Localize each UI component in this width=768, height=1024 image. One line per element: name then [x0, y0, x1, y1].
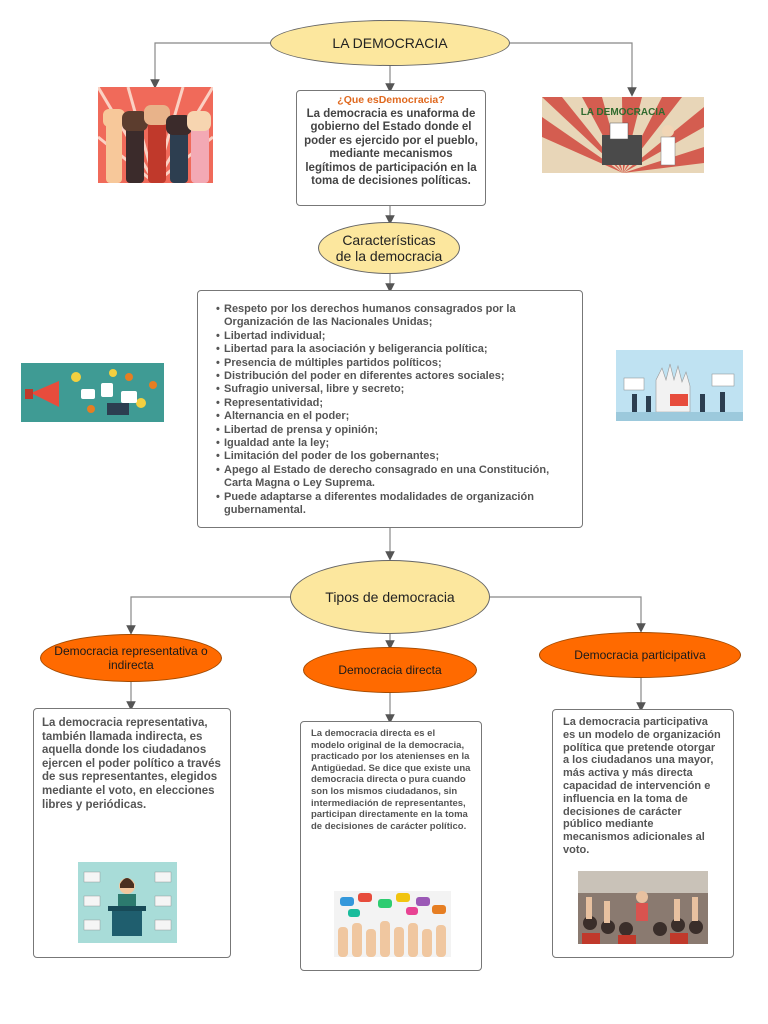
participative-democracy-box: La democracia participativa es un modelo… [552, 709, 734, 958]
direct-democracy-box: La democracia directa es el modelo origi… [300, 721, 482, 971]
representative-democracy-label: Democracia representativa o indirecta [54, 644, 208, 672]
direct-democracy-text: La democracia directa es el modelo origi… [311, 728, 471, 832]
characteristic-item: Alternancia en el poder; [216, 410, 572, 424]
raised-hands-speech-bubbles-illustration [334, 891, 451, 957]
characteristic-item: Representatividad; [216, 397, 572, 411]
definition-box: ¿Que esDemocracia? La democracia es unaf… [296, 90, 486, 206]
protest-hands-illustration [616, 350, 743, 421]
participative-democracy-label: Democracia participativa [574, 648, 706, 662]
participative-democracy-text: La democracia participativa es un modelo… [563, 716, 721, 856]
classroom-raised-hands-photo [578, 871, 708, 944]
characteristics-list: Respeto por los derechos humanos consagr… [216, 303, 572, 518]
characteristics-box: Respeto por los derechos humanos consagr… [197, 290, 583, 528]
representative-democracy-node: Democracia representativa o indirecta [40, 634, 222, 682]
democracy-poster-illustration: LA DEMOCRACIA [542, 97, 704, 173]
fists-illustration [98, 87, 213, 183]
characteristic-item: Libertad para la asociación y beligeranc… [216, 343, 572, 357]
direct-democracy-label: Democracia directa [338, 663, 442, 677]
characteristics-title-node: Características de la democracia [318, 222, 460, 274]
characteristic-item: Distribución del poder en diferentes act… [216, 370, 572, 384]
characteristics-title-line1: Características [342, 232, 436, 248]
speaker-podium-illustration [78, 862, 177, 943]
characteristic-item: Sufragio universal, libre y secreto; [216, 383, 572, 397]
characteristic-item: Limitación del poder de los gobernantes; [216, 450, 572, 464]
characteristic-item: Presencia de múltiples partidos político… [216, 357, 572, 371]
main-title-node: LA DEMOCRACIA [270, 20, 510, 66]
main-title: LA DEMOCRACIA [332, 35, 448, 51]
characteristic-item: Libertad de prensa y opinión; [216, 424, 572, 438]
representative-democracy-box: La democracia representativa, también ll… [33, 708, 231, 958]
types-title-node: Tipos de democracia [290, 560, 490, 634]
characteristics-title-line2: de la democracia [335, 248, 443, 264]
representative-democracy-text: La democracia representativa, también ll… [42, 717, 221, 811]
characteristic-item: Puede adaptarse a diferentes modalidades… [216, 491, 572, 518]
characteristic-item: Apego al Estado de derecho consagrado en… [216, 464, 572, 491]
direct-democracy-node: Democracia directa [303, 647, 477, 693]
definition-text: La democracia es unaforma de gobierno de… [304, 107, 478, 188]
participative-democracy-node: Democracia participativa [539, 632, 741, 678]
definition-question: ¿Que esDemocracia? [337, 94, 445, 106]
characteristic-item: Igualdad ante la ley; [216, 437, 572, 451]
characteristic-item: Respeto por los derechos humanos consagr… [216, 303, 572, 330]
poster-title: LA DEMOCRACIA [581, 107, 666, 118]
types-title: Tipos de democracia [325, 589, 455, 605]
characteristic-item: Libertad individual; [216, 330, 572, 344]
megaphone-media-illustration [21, 363, 164, 422]
